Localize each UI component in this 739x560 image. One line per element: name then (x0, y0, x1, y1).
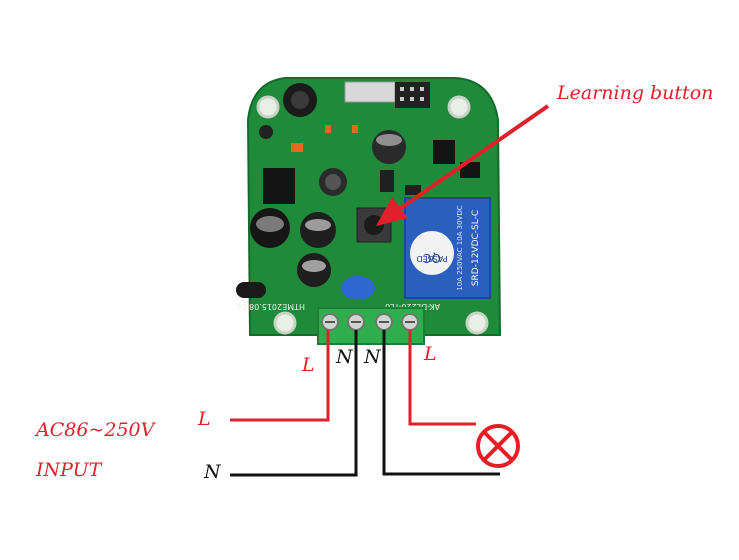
wire-input-neutral (230, 330, 358, 477)
terminal-live-right-label: L (423, 343, 437, 365)
capacitor (250, 208, 290, 248)
mounting-hole-top-right (447, 95, 471, 119)
mounting-hole-top-left (256, 95, 280, 119)
terminal-screw (347, 313, 365, 331)
learning-button[interactable] (356, 207, 392, 243)
y-capacitor (341, 276, 375, 300)
wire-load-neutral (382, 330, 500, 476)
ic-chip (460, 162, 480, 178)
capacitor (297, 253, 331, 287)
terminal-neutral-left-label: N (335, 346, 354, 368)
terminal-live-left-label: L (301, 354, 315, 376)
terminal-screw (375, 313, 393, 331)
mounting-hole-bottom-left (273, 311, 297, 335)
ic-chip (263, 168, 295, 204)
pcb-board: PASSED QC SRD-12VDC-SL-C 10A 250VAC 10A … (236, 77, 502, 345)
ic-chip (433, 140, 455, 164)
silk-text-left: HTME2015.08.06 (236, 302, 305, 311)
wire-load-live (408, 330, 476, 426)
terminal-block (317, 307, 425, 345)
silk-text-right: AK-DL220-YL0 (385, 302, 440, 311)
relay-ratings: 10A 250VAC 10A 30VDC (456, 205, 464, 290)
capacitor-small (259, 125, 273, 139)
relay-model: SRD-12VDC-SL-C (471, 210, 481, 286)
wire-input-live (230, 330, 330, 422)
terminal-screw (321, 313, 339, 331)
input-voltage-label: AC86~250V (34, 419, 157, 441)
arrow-pointer-icon (376, 104, 550, 226)
capacitor (319, 168, 347, 196)
input-label: INPUT (35, 459, 103, 481)
capacitor (300, 212, 336, 248)
lamp-cross-icon (476, 424, 520, 468)
capacitor (372, 130, 406, 164)
input-live-label: L (197, 408, 211, 430)
mounting-hole-bottom-right (465, 311, 489, 335)
header-block (344, 81, 396, 103)
pin-header (395, 82, 430, 108)
terminal-neutral-right-label: N (363, 346, 382, 368)
relay-text-qc: QC (423, 251, 441, 265)
learning-button-label: Learning button (556, 82, 713, 104)
fuse (236, 282, 266, 298)
relay-text-passed: PASSED (416, 254, 447, 263)
input-neutral-label: N (203, 461, 222, 483)
terminal-screw (401, 313, 419, 331)
relay: PASSED QC SRD-12VDC-SL-C 10A 250VAC 10A … (404, 197, 491, 299)
transistor (380, 170, 394, 192)
